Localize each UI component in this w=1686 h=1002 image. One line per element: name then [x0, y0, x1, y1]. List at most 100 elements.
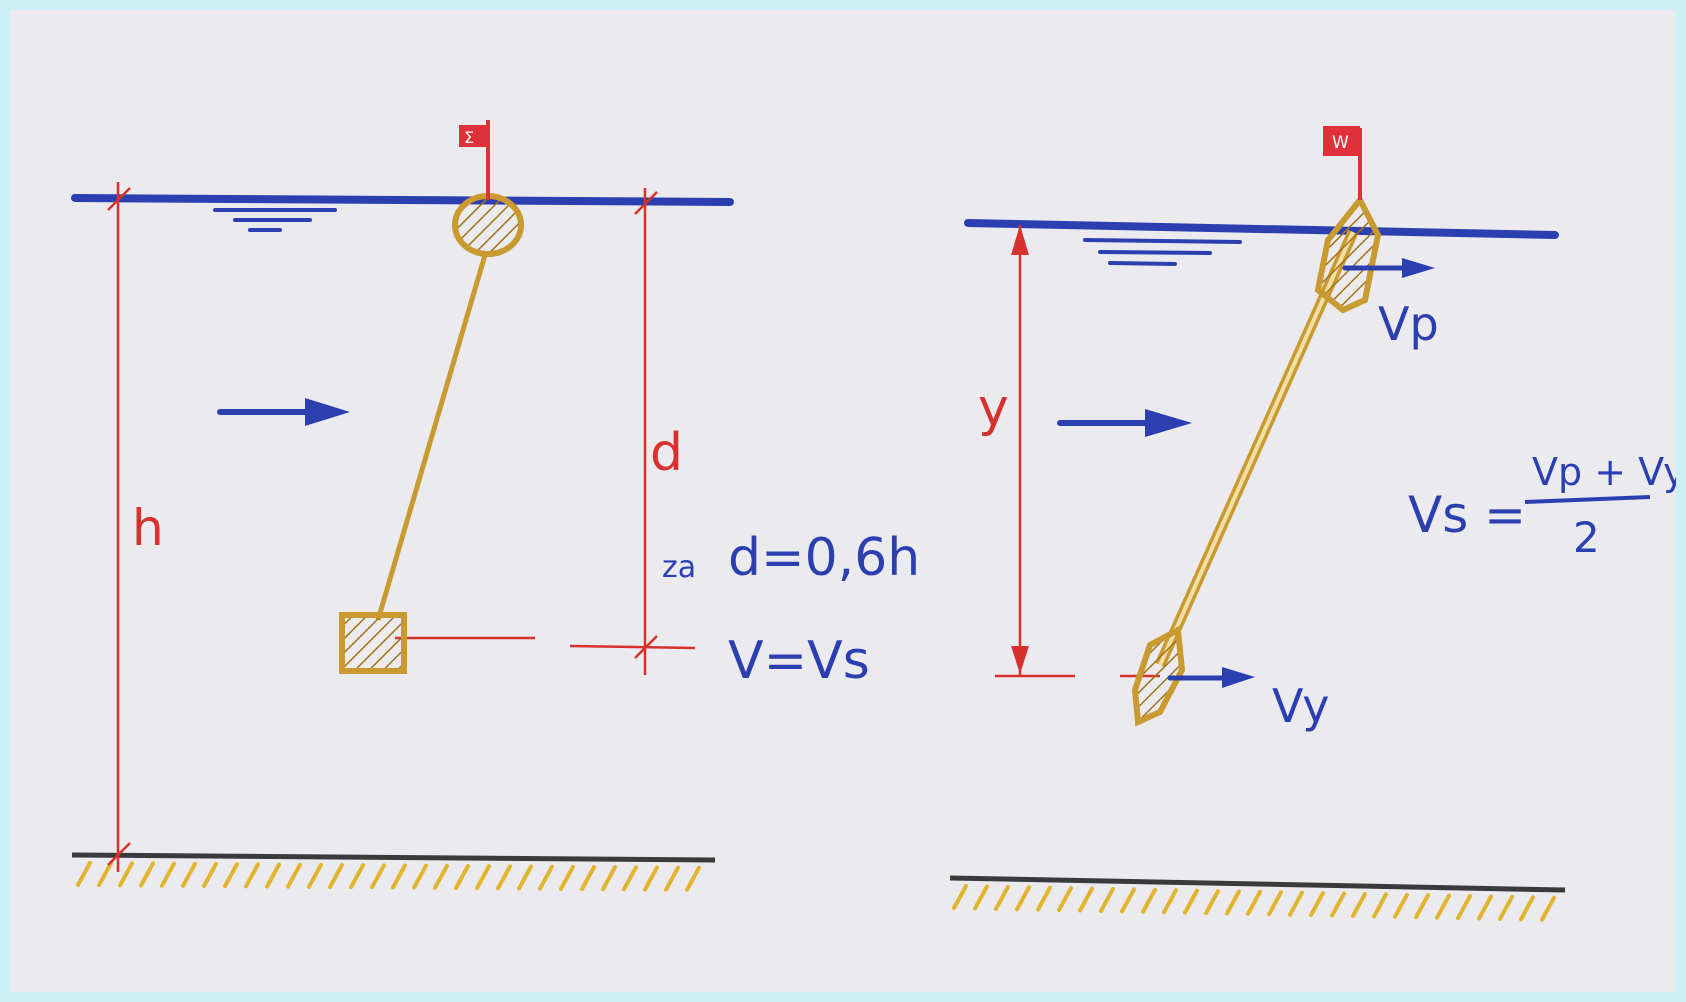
left-riverbed-hatch-icon: [76, 861, 701, 892]
formula-denominator: 2: [1573, 513, 1600, 562]
bed-hatch-stroke: [181, 861, 197, 888]
bed-hatch-stroke: [559, 864, 575, 891]
bed-hatch-stroke: [994, 884, 1010, 911]
bed-hatch-stroke: [76, 861, 92, 887]
bed-hatch-stroke: [118, 861, 134, 888]
left-water-surface: [71, 194, 734, 206]
bed-hatch-stroke: [1267, 890, 1283, 917]
bed-hatch-stroke: [1498, 894, 1514, 921]
bed-hatch-stroke: [391, 863, 407, 890]
left-riverbed-line: [71, 852, 716, 863]
left-figure: h d Σ za d=0,6h V=Vs: [71, 120, 920, 892]
bed-hatch-stroke: [307, 862, 323, 889]
float-depth-d-label: d: [650, 423, 683, 483]
bed-hatch-stroke: [1351, 891, 1367, 918]
bed-hatch-stroke: [433, 863, 449, 890]
bed-hatch-stroke: [139, 861, 155, 888]
bed-hatch-stroke: [454, 864, 470, 891]
bed-hatch-stroke: [286, 862, 302, 889]
condition-prefix: za: [662, 550, 696, 585]
right-figure: y W Vp V: [949, 126, 1676, 922]
right-flag-icon: W: [1323, 126, 1362, 200]
depth-y-arrow-bottom: [1011, 646, 1029, 674]
bed-hatch-stroke: [496, 864, 512, 891]
bed-hatch-stroke: [1120, 887, 1136, 914]
bed-hatch-stroke: [973, 884, 989, 911]
bed-hatch-stroke: [1078, 886, 1094, 913]
bed-hatch-stroke: [664, 865, 680, 892]
right-water-ripples-icon: [1083, 238, 1242, 266]
bed-hatch-stroke: [1183, 888, 1199, 915]
mean-velocity-formula: Vs = Vp + Vy 2: [1408, 450, 1676, 562]
bed-hatch-stroke: [1225, 889, 1241, 916]
formula-fraction-bar: [1524, 495, 1651, 504]
bed-hatch-stroke: [622, 865, 638, 892]
depth-y-dimension: [995, 225, 1160, 678]
left-water-ripples-icon: [213, 208, 337, 232]
bed-hatch-stroke: [1288, 890, 1304, 917]
bed-hatch-stroke: [643, 865, 659, 892]
surface-velocity-label: Vp: [1378, 297, 1439, 351]
depth-y-arrow-top: [1011, 225, 1029, 255]
bed-hatch-stroke: [328, 863, 344, 890]
formula-lhs: Vs =: [1408, 486, 1526, 544]
bed-hatch-stroke: [1162, 888, 1178, 915]
bed-hatch-stroke: [412, 863, 428, 890]
bed-hatch-stroke: [1393, 892, 1409, 919]
drawing-sheet: h d Σ za d=0,6h V=Vs: [10, 10, 1676, 992]
condition-text: d=0,6h: [728, 528, 920, 588]
bed-hatch-stroke: [244, 862, 260, 889]
float-cord: [375, 254, 488, 621]
bed-hatch-stroke: [685, 865, 701, 892]
right-riverbed-line: [949, 875, 1566, 893]
bed-hatch-stroke: [223, 862, 239, 889]
bed-hatch-stroke: [1099, 886, 1115, 913]
hydrometry-float-diagram: h d Σ za d=0,6h V=Vs: [71, 120, 1676, 922]
bed-hatch-stroke: [1309, 891, 1325, 918]
bed-hatch-stroke: [1141, 887, 1157, 914]
bed-hatch-stroke: [580, 865, 596, 892]
bed-hatch-stroke: [1435, 893, 1451, 920]
bed-hatch-stroke: [1540, 895, 1556, 922]
bed-hatch-stroke: [160, 861, 176, 888]
bed-hatch-stroke: [1456, 894, 1472, 921]
depth-velocity-label: Vy: [1272, 679, 1329, 733]
weight-block-icon: [339, 612, 407, 674]
bed-hatch-stroke: [1246, 889, 1262, 916]
left-flag-mark: Σ: [464, 128, 474, 147]
surface-float-ball-icon: [452, 193, 524, 257]
bed-hatch-stroke: [1414, 893, 1430, 920]
bed-hatch-stroke: [1372, 892, 1388, 919]
bed-hatch-stroke: [265, 862, 281, 889]
right-flag-mark: W: [1332, 133, 1349, 153]
surface-velocity-arrow-icon: [1342, 258, 1435, 278]
right-water-surface: [964, 219, 1559, 239]
bed-hatch-stroke: [1519, 895, 1535, 922]
depth-velocity-arrow-icon: [1167, 667, 1255, 688]
bed-hatch-stroke: [1057, 886, 1073, 913]
bed-hatch-stroke: [1330, 891, 1346, 918]
bed-hatch-stroke: [202, 862, 218, 889]
bed-hatch-stroke: [952, 884, 968, 910]
bed-hatch-stroke: [1477, 894, 1493, 921]
float-depth-d-dimension: [395, 188, 696, 675]
bed-hatch-stroke: [1036, 885, 1052, 912]
depth-h-dimension: [107, 182, 131, 872]
formula-numerator: Vp + Vy: [1532, 450, 1676, 494]
result-text: V=Vs: [728, 631, 870, 691]
bed-hatch-stroke: [1015, 885, 1031, 912]
double-float-rod-icon: [1131, 194, 1382, 727]
bed-hatch-stroke: [601, 865, 617, 892]
bed-hatch-stroke: [349, 863, 365, 890]
left-flow-arrow-icon: [217, 398, 350, 426]
right-riverbed-hatch-icon: [952, 884, 1556, 922]
bed-hatch-stroke: [517, 864, 533, 891]
left-flag-icon: Σ: [459, 120, 490, 200]
bed-hatch-stroke: [538, 864, 554, 891]
right-flow-arrow-icon: [1057, 409, 1192, 437]
bed-hatch-stroke: [475, 864, 491, 891]
bed-hatch-stroke: [97, 861, 113, 888]
depth-h-label: h: [132, 499, 164, 557]
bed-hatch-stroke: [370, 863, 386, 890]
bed-hatch-stroke: [1204, 889, 1220, 916]
